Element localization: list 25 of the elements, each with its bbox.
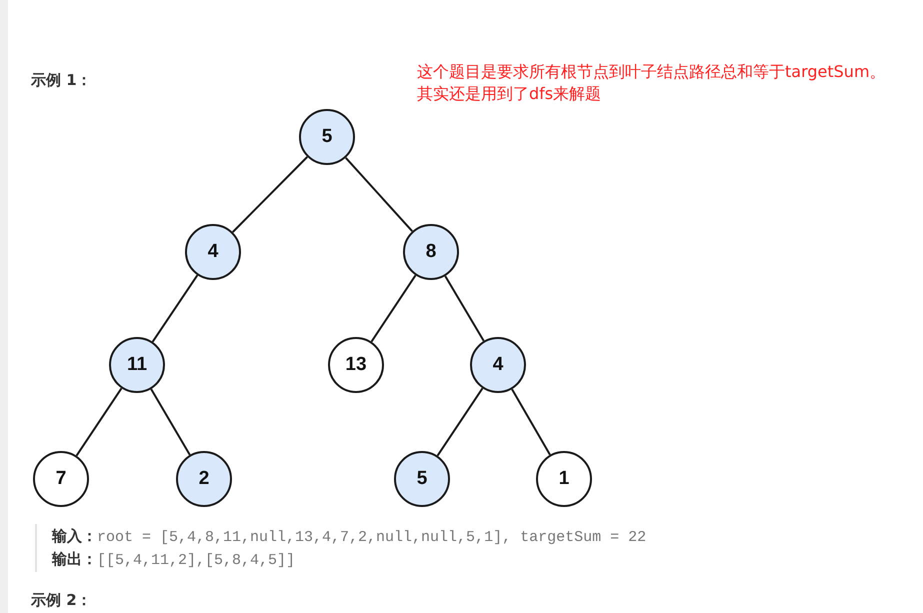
tree-node: 5 [299, 109, 355, 165]
input-line: 输入：root = [5,4,8,11,null,13,4,7,2,null,null,5,1], targetSum = 22 [52, 527, 646, 546]
output-line: 输出：[[5,4,11,2],[5,8,4,5]] [52, 550, 296, 569]
tree-node: 11 [109, 337, 165, 393]
example-heading: 示例 2： [31, 591, 92, 610]
tree-node: 8 [403, 224, 459, 280]
annotation-note: 这个题目是要求所有根节点到叶子结点路径总和等于targetSum。 [417, 62, 886, 83]
tree-node: 13 [328, 337, 384, 393]
tree-node: 5 [394, 451, 450, 507]
tree-edge [370, 274, 416, 342]
tree-node: 4 [185, 224, 241, 280]
tree-edge [345, 157, 413, 232]
tree-edge [444, 276, 485, 342]
tree-node: 7 [33, 451, 89, 507]
example-heading: 示例 1： [31, 71, 92, 90]
tree-edge [152, 274, 198, 342]
tree-node: 2 [176, 451, 232, 507]
tree-node: 1 [536, 451, 592, 507]
tree-edge [511, 388, 551, 456]
tree-edge [436, 388, 484, 456]
annotation-note: 其实还是用到了dfs来解题 [417, 84, 602, 105]
tree-edge [232, 156, 308, 233]
tree-edge [150, 388, 191, 456]
tree-edge [76, 388, 122, 456]
tree-node: 4 [470, 337, 526, 393]
